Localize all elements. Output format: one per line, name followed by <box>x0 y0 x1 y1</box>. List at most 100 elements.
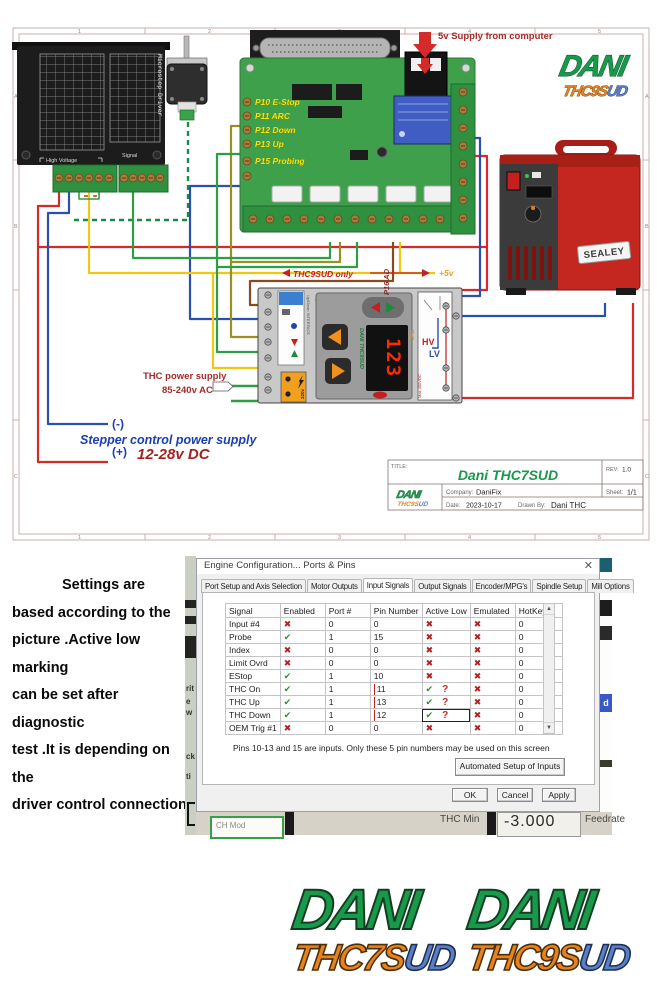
signal-cell[interactable]: Probe <box>225 630 281 644</box>
cross-icon[interactable]: ✖ <box>469 656 516 670</box>
close-icon[interactable]: ✕ <box>583 560 593 572</box>
cross-icon[interactable]: ✖ <box>421 721 471 735</box>
cross-icon[interactable]: ✖ <box>421 656 471 670</box>
pin-cell[interactable]: 15 <box>369 630 423 644</box>
ok-button[interactable]: OK <box>452 788 488 802</box>
pin-cell[interactable]: 10 <box>369 669 423 683</box>
cross-icon[interactable]: ✖ <box>469 669 516 683</box>
check-icon[interactable]: ✔ <box>279 682 326 696</box>
pin-cell[interactable]: 12 <box>369 708 423 722</box>
red-pin-annotation: 13 <box>373 697 399 708</box>
driver-name: Microstep Driver <box>156 54 163 117</box>
port-cell[interactable]: 1 <box>324 669 371 683</box>
port-cell[interactable]: 0 <box>324 721 371 735</box>
hotkey-cell[interactable]: 0 <box>514 643 563 657</box>
port-cell[interactable]: 0 <box>324 617 371 631</box>
wiring-diagram: 1 2 3 4 5 1 2 3 4 5 A B C A B C <box>12 27 650 541</box>
port-cell[interactable]: 1 <box>324 682 371 696</box>
check-icon[interactable]: ✔ <box>279 630 326 644</box>
tab-input-signals[interactable]: Input Signals <box>362 578 414 593</box>
drawnby-label: Drawn By: <box>518 503 546 509</box>
tab-port-setup-and-axis-selection[interactable]: Port Setup and Axis Selection <box>201 579 306 593</box>
board-pin-label: P10 E-Stop <box>255 97 300 107</box>
background-fragment: ck <box>186 752 195 761</box>
note-line: picture .Active low marking <box>12 632 141 676</box>
svg-text:THC9SUD: THC9SUD <box>561 83 629 100</box>
port-cell[interactable]: 1 <box>324 708 371 722</box>
hotkey-cell[interactable]: 0 <box>514 630 563 644</box>
check-icon[interactable]: ✔? <box>421 708 471 722</box>
titleblock-title: Dani THC7SUD <box>458 467 558 483</box>
apply-button[interactable]: Apply <box>542 788 576 802</box>
cross-icon[interactable]: ✖ <box>279 643 326 657</box>
check-icon[interactable]: ✔? <box>421 682 471 696</box>
cross-icon[interactable]: ✖ <box>469 721 516 735</box>
tab-motor-outputs[interactable]: Motor Outputs <box>306 579 362 593</box>
port-cell[interactable]: 1 <box>324 630 371 644</box>
signal-cell[interactable]: Input #4 <box>225 617 281 631</box>
dialog-titlebar[interactable]: Engine Configuration... Ports & Pins ✕ <box>197 559 599 574</box>
hotkey-cell[interactable]: 0 <box>514 682 563 696</box>
pin-cell[interactable]: 0 <box>369 643 423 657</box>
cross-icon[interactable]: ✖ <box>421 669 471 683</box>
cross-icon[interactable]: ✖ <box>421 617 471 631</box>
cross-icon[interactable]: ✖ <box>469 695 516 709</box>
check-icon[interactable]: ✔ <box>279 708 326 722</box>
column-header: Signal <box>225 603 281 618</box>
port-cell[interactable]: 1 <box>324 695 371 709</box>
tab-spindle-setup[interactable]: Spindle Setup <box>532 579 587 593</box>
signal-cell[interactable]: THC On <box>225 682 281 696</box>
cross-icon[interactable]: ✖ <box>279 721 326 735</box>
signal-cell[interactable]: THC Up <box>225 695 281 709</box>
check-icon[interactable]: ✔? <box>421 695 471 709</box>
background-mode-button[interactable]: CH Mod <box>210 816 284 839</box>
signal-cell[interactable]: THC Down <box>225 708 281 722</box>
scroll-up-icon[interactable]: ▲ <box>544 604 554 615</box>
cross-icon[interactable]: ✖ <box>469 617 516 631</box>
cross-icon[interactable]: ✖ <box>469 682 516 696</box>
red-pin-annotation: 12 <box>373 710 399 721</box>
plasma-brand-label: SEALEY <box>583 246 625 261</box>
cross-icon[interactable]: ✖ <box>469 708 516 722</box>
port-cell[interactable]: 0 <box>324 656 371 670</box>
signal-cell[interactable]: OEM Trig #1 <box>225 721 281 735</box>
hotkey-cell[interactable]: 0 <box>514 617 563 631</box>
pin-cell[interactable]: 0 <box>369 656 423 670</box>
table-scrollbar[interactable]: ▲ ▼ <box>543 603 555 734</box>
hotkey-cell[interactable]: 0 <box>514 721 563 735</box>
pin-cell[interactable]: 11 <box>369 682 423 696</box>
check-icon[interactable]: ✔ <box>279 669 326 683</box>
cross-icon[interactable]: ✖ <box>421 630 471 644</box>
scroll-down-icon[interactable]: ▼ <box>544 722 554 733</box>
cross-icon[interactable]: ✖ <box>469 630 516 644</box>
logo-sub-b: UD <box>605 83 629 100</box>
signal-cell[interactable]: Index <box>225 643 281 657</box>
hotkey-cell[interactable]: 0 <box>514 708 563 722</box>
cross-icon[interactable]: ✖ <box>421 643 471 657</box>
hotkey-cell[interactable]: 0 <box>514 656 563 670</box>
cross-icon[interactable]: ✖ <box>469 643 516 657</box>
thc-max-label: Max 400VDC <box>417 374 422 398</box>
pin-cell[interactable]: 13 <box>369 695 423 709</box>
feedrate-label: Feedrate <box>585 814 626 825</box>
cross-icon[interactable]: ✖ <box>279 656 326 670</box>
tab-mill-options[interactable]: Mill Options <box>587 579 634 593</box>
background-fragment: rit <box>186 684 194 693</box>
tab-output-signals[interactable]: Output Signals <box>414 579 471 593</box>
port-cell[interactable]: 0 <box>324 643 371 657</box>
note-line: Settings are <box>62 577 145 593</box>
automated-setup-button[interactable]: Automated Setup of Inputs <box>455 758 565 776</box>
hotkey-cell[interactable]: 0 <box>514 669 563 683</box>
hotkey-cell[interactable]: 0 <box>514 695 563 709</box>
pin-cell[interactable]: 0 <box>369 721 423 735</box>
pin-cell[interactable]: 0 <box>369 617 423 631</box>
signal-cell[interactable]: EStop <box>225 669 281 683</box>
tab-encoder-mpg-s[interactable]: Encoder/MPG's <box>471 579 532 593</box>
signal-cell[interactable]: Limit Ovrd <box>225 656 281 670</box>
check-icon[interactable]: ✔ <box>279 695 326 709</box>
cross-icon[interactable]: ✖ <box>279 617 326 631</box>
cancel-button[interactable]: Cancel <box>497 788 533 802</box>
